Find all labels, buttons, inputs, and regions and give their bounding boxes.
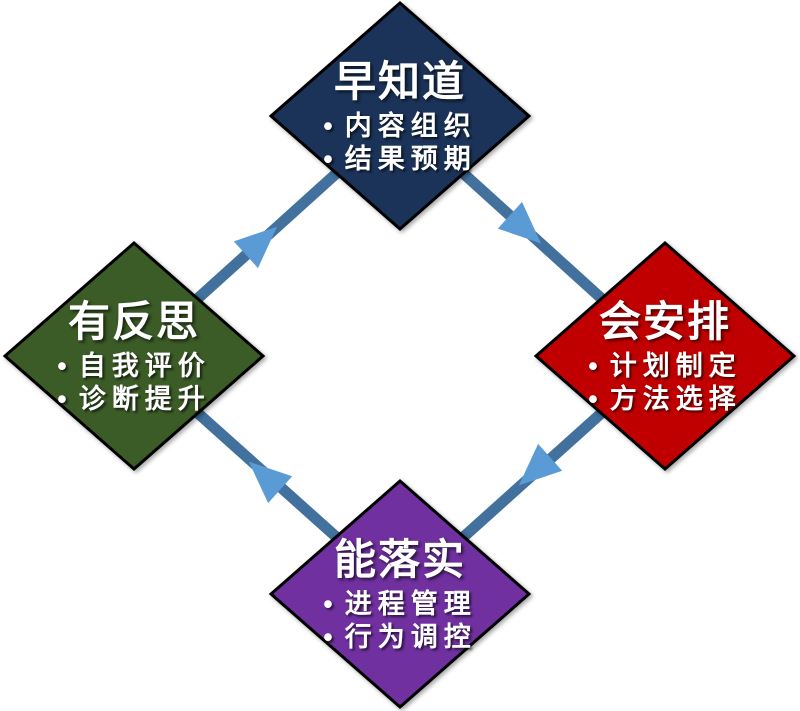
bullet-dot: • bbox=[323, 143, 333, 174]
bullet-dot: • bbox=[57, 383, 67, 414]
bullet-label: 结果预期 bbox=[344, 143, 477, 174]
bullet-item: • 自我评价 bbox=[57, 350, 210, 383]
bullet-item: • 内容组织 bbox=[323, 110, 476, 143]
bullet-item: • 进程管理 bbox=[323, 588, 476, 621]
arrowhead-right-to-bottom bbox=[518, 443, 563, 486]
bullet-dot: • bbox=[323, 110, 333, 141]
node-reflect: 有反思 • 自我评价 • 诊断提升 bbox=[57, 298, 210, 416]
bullet-item: • 诊断提升 bbox=[57, 383, 210, 416]
bullet-label: 自我评价 bbox=[78, 350, 211, 381]
bullet-label: 方法选择 bbox=[609, 383, 742, 414]
bullet-label: 行为调控 bbox=[344, 621, 477, 652]
diamond-reflect bbox=[2, 241, 266, 471]
bullet-dot: • bbox=[57, 350, 67, 381]
diamond-implement bbox=[268, 479, 532, 709]
node-title: 有反思 bbox=[67, 297, 201, 345]
bullet-label: 进程管理 bbox=[344, 588, 477, 619]
bullet-label: 诊断提升 bbox=[78, 383, 211, 414]
bullet-item: • 行为调控 bbox=[323, 621, 476, 654]
node-title: 早知道 bbox=[333, 57, 467, 105]
node-know-early: 早知道 • 内容组织 • 结果预期 bbox=[323, 58, 476, 176]
arrowhead-left-to-top bbox=[233, 226, 278, 269]
bullet-item: • 计划制定 bbox=[588, 350, 741, 383]
bullet-dot: • bbox=[588, 350, 598, 381]
node-plan-well: 会安排 • 计划制定 • 方法选择 bbox=[588, 298, 741, 416]
bullet-item: • 结果预期 bbox=[323, 143, 476, 176]
arrowhead-top-to-right bbox=[497, 201, 542, 244]
diamond-know-early bbox=[268, 1, 532, 231]
bullet-label: 内容组织 bbox=[344, 110, 477, 141]
arrowhead-bottom-to-left bbox=[248, 461, 293, 504]
node-title: 能落实 bbox=[333, 535, 467, 583]
diamond-plan-well bbox=[533, 241, 797, 471]
bullet-dot: • bbox=[323, 621, 333, 652]
node-title: 会安排 bbox=[598, 297, 732, 345]
bullet-dot: • bbox=[323, 588, 333, 619]
bullet-label: 计划制定 bbox=[609, 350, 742, 381]
node-implement: 能落实 • 进程管理 • 行为调控 bbox=[323, 536, 476, 654]
bullet-dot: • bbox=[588, 383, 598, 414]
bullet-item: • 方法选择 bbox=[588, 383, 741, 416]
